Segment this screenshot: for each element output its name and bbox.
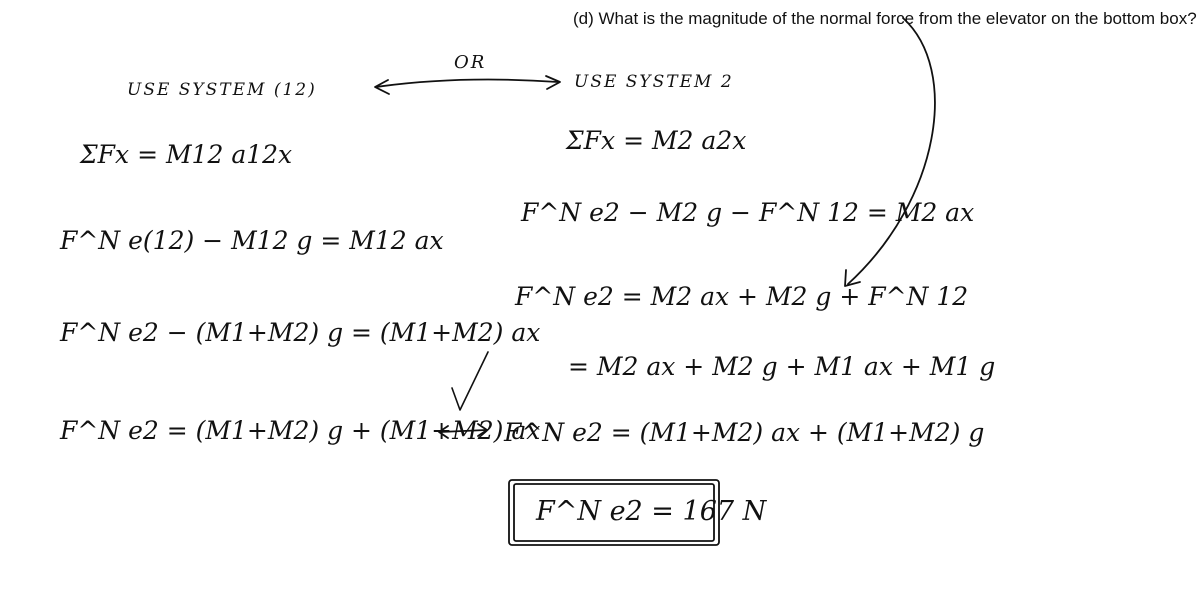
right-line-3: F^N e2 = M2 ax + M2 g + F^N 12 [515, 282, 969, 311]
left-line-4: F^N e2 = (M1+M2) g + (M1+M2) ax [60, 416, 541, 445]
answer-box-outer [508, 479, 720, 546]
or-arrow-line [375, 78, 559, 88]
curve-arrow [847, 17, 936, 285]
right-heading: USE SYSTEM 2 [574, 72, 734, 92]
right-line-5: F^N e2 = (M1+M2) ax + (M1+M2) g [504, 418, 985, 447]
left-line-1: ΣFx = M12 a12x [80, 140, 293, 169]
equivalence-arrow [439, 429, 487, 433]
equivalence-arrow-left-head [438, 425, 449, 439]
or-label: OR [454, 52, 487, 73]
right-line-2: F^N e2 − M2 g − F^N 12 = M2 ax [521, 198, 975, 227]
final-answer: F^N e2 = 167 N [536, 496, 767, 527]
left-heading: USE SYSTEM (12) [127, 80, 317, 100]
or-arrow-right-head [545, 75, 561, 90]
left-line-3: F^N e2 − (M1+M2) g = (M1+M2) ax [60, 318, 541, 347]
right-line-1: ΣFx = M2 a2x [566, 126, 747, 155]
left-line-2: F^N e(12) − M12 g = M12 ax [60, 226, 444, 255]
answer-box-inner [513, 483, 715, 542]
right-line-4: = M2 ax + M2 g + M1 ax + M1 g [568, 352, 996, 381]
curve-arrow-head [844, 269, 861, 287]
check-mark [451, 351, 489, 411]
or-arrow-left-head [374, 79, 390, 95]
question-text: (d) What is the magnitude of the normal … [573, 9, 1197, 28]
equivalence-arrow-right-head [477, 423, 488, 437]
